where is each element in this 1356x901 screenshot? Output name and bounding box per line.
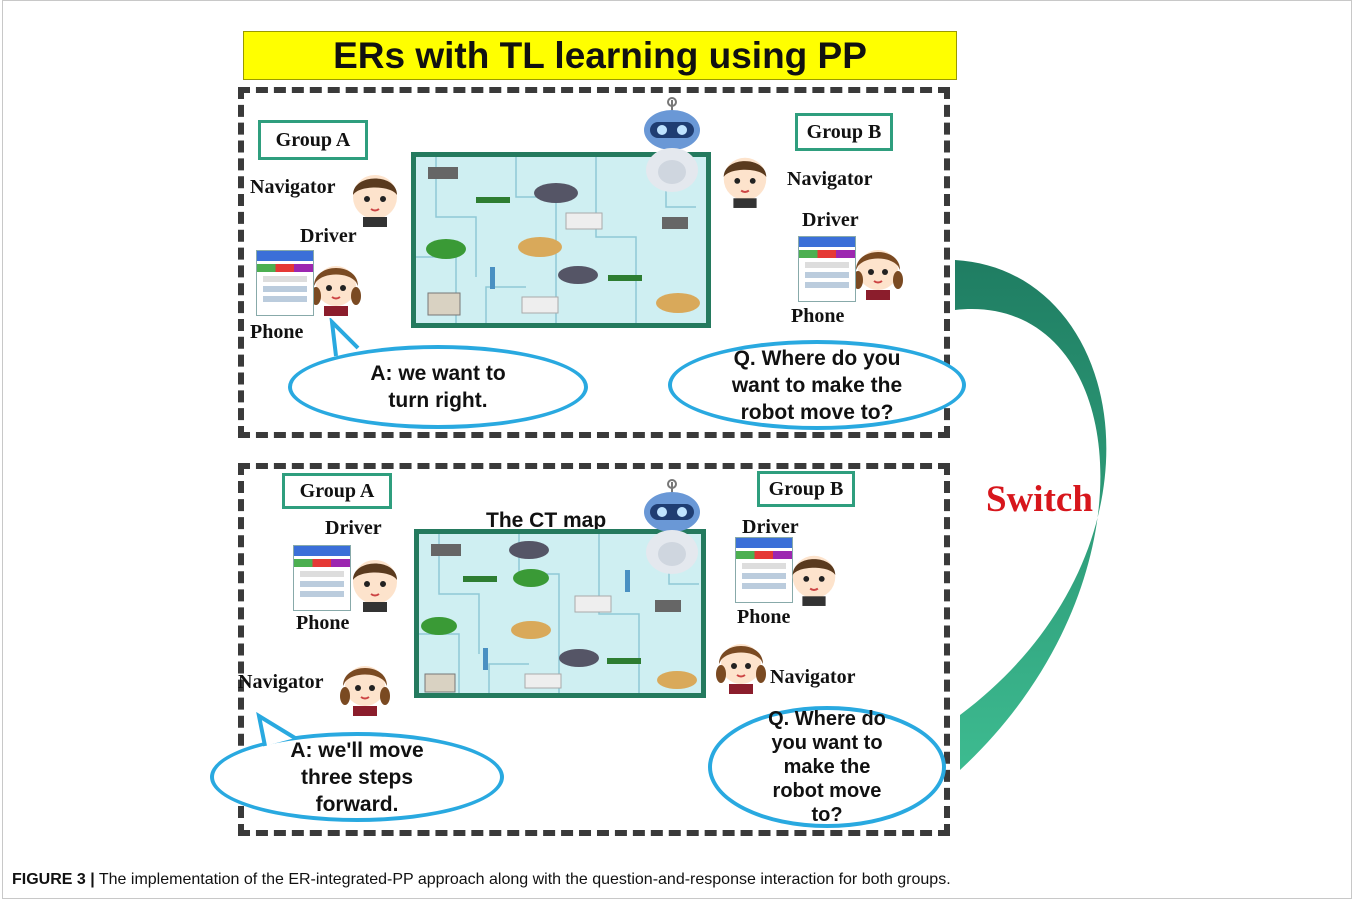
boy-avatar-icon	[353, 560, 397, 612]
top-panel	[238, 87, 950, 438]
top-group-a-speech-bubble: A: we want to turn right.	[288, 345, 588, 429]
bottom-b-navigator-label: Navigator	[770, 666, 856, 688]
top-group-a-label: Group A	[258, 120, 368, 160]
map-title: The CT map	[486, 509, 607, 532]
map-illustration	[419, 534, 699, 693]
top-b-speech-text: Q. Where do you want to make the robot m…	[731, 346, 903, 424]
robot-icon	[644, 97, 700, 192]
bubble-tail	[329, 318, 360, 357]
top-a-navigator-label: Navigator	[250, 176, 336, 198]
phone-icon	[798, 236, 856, 302]
top-a-speech-text: A: we want to turn right.	[370, 362, 506, 412]
figure-caption: FIGURE 3 | The implementation of the ER-…	[12, 871, 951, 889]
bottom-panel	[238, 463, 950, 836]
girl-avatar-icon	[311, 266, 361, 316]
boy-avatar-icon	[353, 175, 397, 227]
top-a-driver-label: Driver	[300, 225, 357, 247]
switch-arrow	[955, 260, 1107, 770]
robot-icon	[644, 479, 700, 574]
bottom-group-a-speech-bubble: A: we'll move three steps forward.	[210, 732, 504, 822]
caption-number: FIGURE 3 |	[12, 871, 95, 888]
bottom-b-phone-label: Phone	[737, 606, 791, 628]
bubble-tail	[256, 712, 297, 747]
bottom-group-b-speech-bubble: Q. Where do you want to make the robot m…	[708, 706, 946, 828]
girl-avatar-icon	[340, 666, 390, 716]
map-illustration	[416, 157, 700, 323]
girl-avatar-icon	[853, 250, 903, 300]
phone-icon	[293, 545, 351, 611]
top-group-b-label: Group B	[795, 113, 893, 151]
bottom-group-b-label: Group B	[757, 471, 855, 507]
title-banner: ERs with TL learning using PP	[243, 31, 957, 80]
bottom-b-speech-text: Q. Where do you want to make the robot m…	[768, 708, 886, 826]
bottom-a-navigator-label: Navigator	[238, 671, 324, 693]
girl-avatar-icon	[716, 644, 766, 694]
bottom-b-driver-label: Driver	[742, 516, 799, 538]
switch-label: Switch	[986, 479, 1093, 520]
top-group-b-speech-bubble: Q. Where do you want to make the robot m…	[668, 340, 966, 430]
bottom-group-a-label: Group A	[282, 473, 392, 509]
boy-avatar-icon	[792, 555, 836, 606]
bottom-a-phone-label: Phone	[296, 612, 350, 634]
bottom-a-driver-label: Driver	[325, 517, 382, 539]
bottom-a-speech-text: A: we'll move three steps forward.	[290, 738, 424, 816]
phone-icon	[256, 250, 314, 316]
top-b-navigator-label: Navigator	[787, 168, 873, 190]
top-b-driver-label: Driver	[802, 209, 859, 231]
boy-avatar-icon	[723, 157, 767, 208]
top-b-phone-label: Phone	[791, 305, 845, 327]
caption-text: The implementation of the ER-integrated-…	[94, 871, 951, 888]
top-a-phone-label: Phone	[250, 321, 304, 343]
phone-icon	[735, 537, 793, 603]
